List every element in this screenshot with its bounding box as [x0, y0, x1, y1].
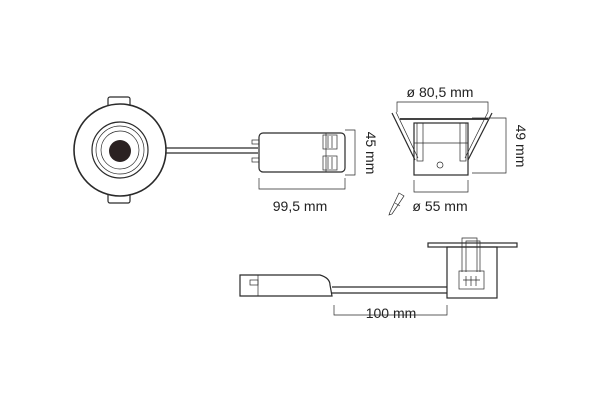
bezel-ring [91, 121, 149, 179]
height-dimension-line [345, 129, 356, 176]
width-dimension-line [258, 178, 346, 190]
terminal-block [458, 270, 485, 290]
spring-clip [461, 237, 478, 272]
screw [436, 161, 444, 169]
left-spring [391, 112, 416, 161]
total-height-label: 49 mm [513, 125, 529, 168]
driver-box [239, 274, 333, 297]
inner-ring [95, 125, 145, 175]
driver-box [251, 132, 346, 173]
lens [109, 140, 131, 162]
cable-length-dimension-line [333, 305, 448, 316]
housing [446, 246, 498, 299]
top-view: 45 mm 99,5 mm [73, 96, 379, 214]
cutout-diameter-label: ø 55 mm [412, 198, 467, 214]
right-spring [467, 112, 493, 161]
driver-height-label: 45 mm [363, 132, 379, 175]
flange [427, 242, 518, 248]
total-height-dimension-line [472, 117, 507, 174]
driver-width-label: 99,5 mm [273, 198, 327, 214]
installed-view: 100 mm [239, 237, 518, 321]
side-view: ø 80,5 mm 49 mm ø 55 mm [388, 84, 529, 216]
cable-length-label: 100 mm [366, 305, 417, 321]
screwdriver-icon [388, 192, 405, 216]
flange-diameter-label: ø 80,5 mm [407, 84, 474, 100]
inner-ring-2 [100, 130, 140, 170]
cutout-dimension-line [413, 180, 469, 193]
flange-dimension-line [396, 101, 489, 112]
